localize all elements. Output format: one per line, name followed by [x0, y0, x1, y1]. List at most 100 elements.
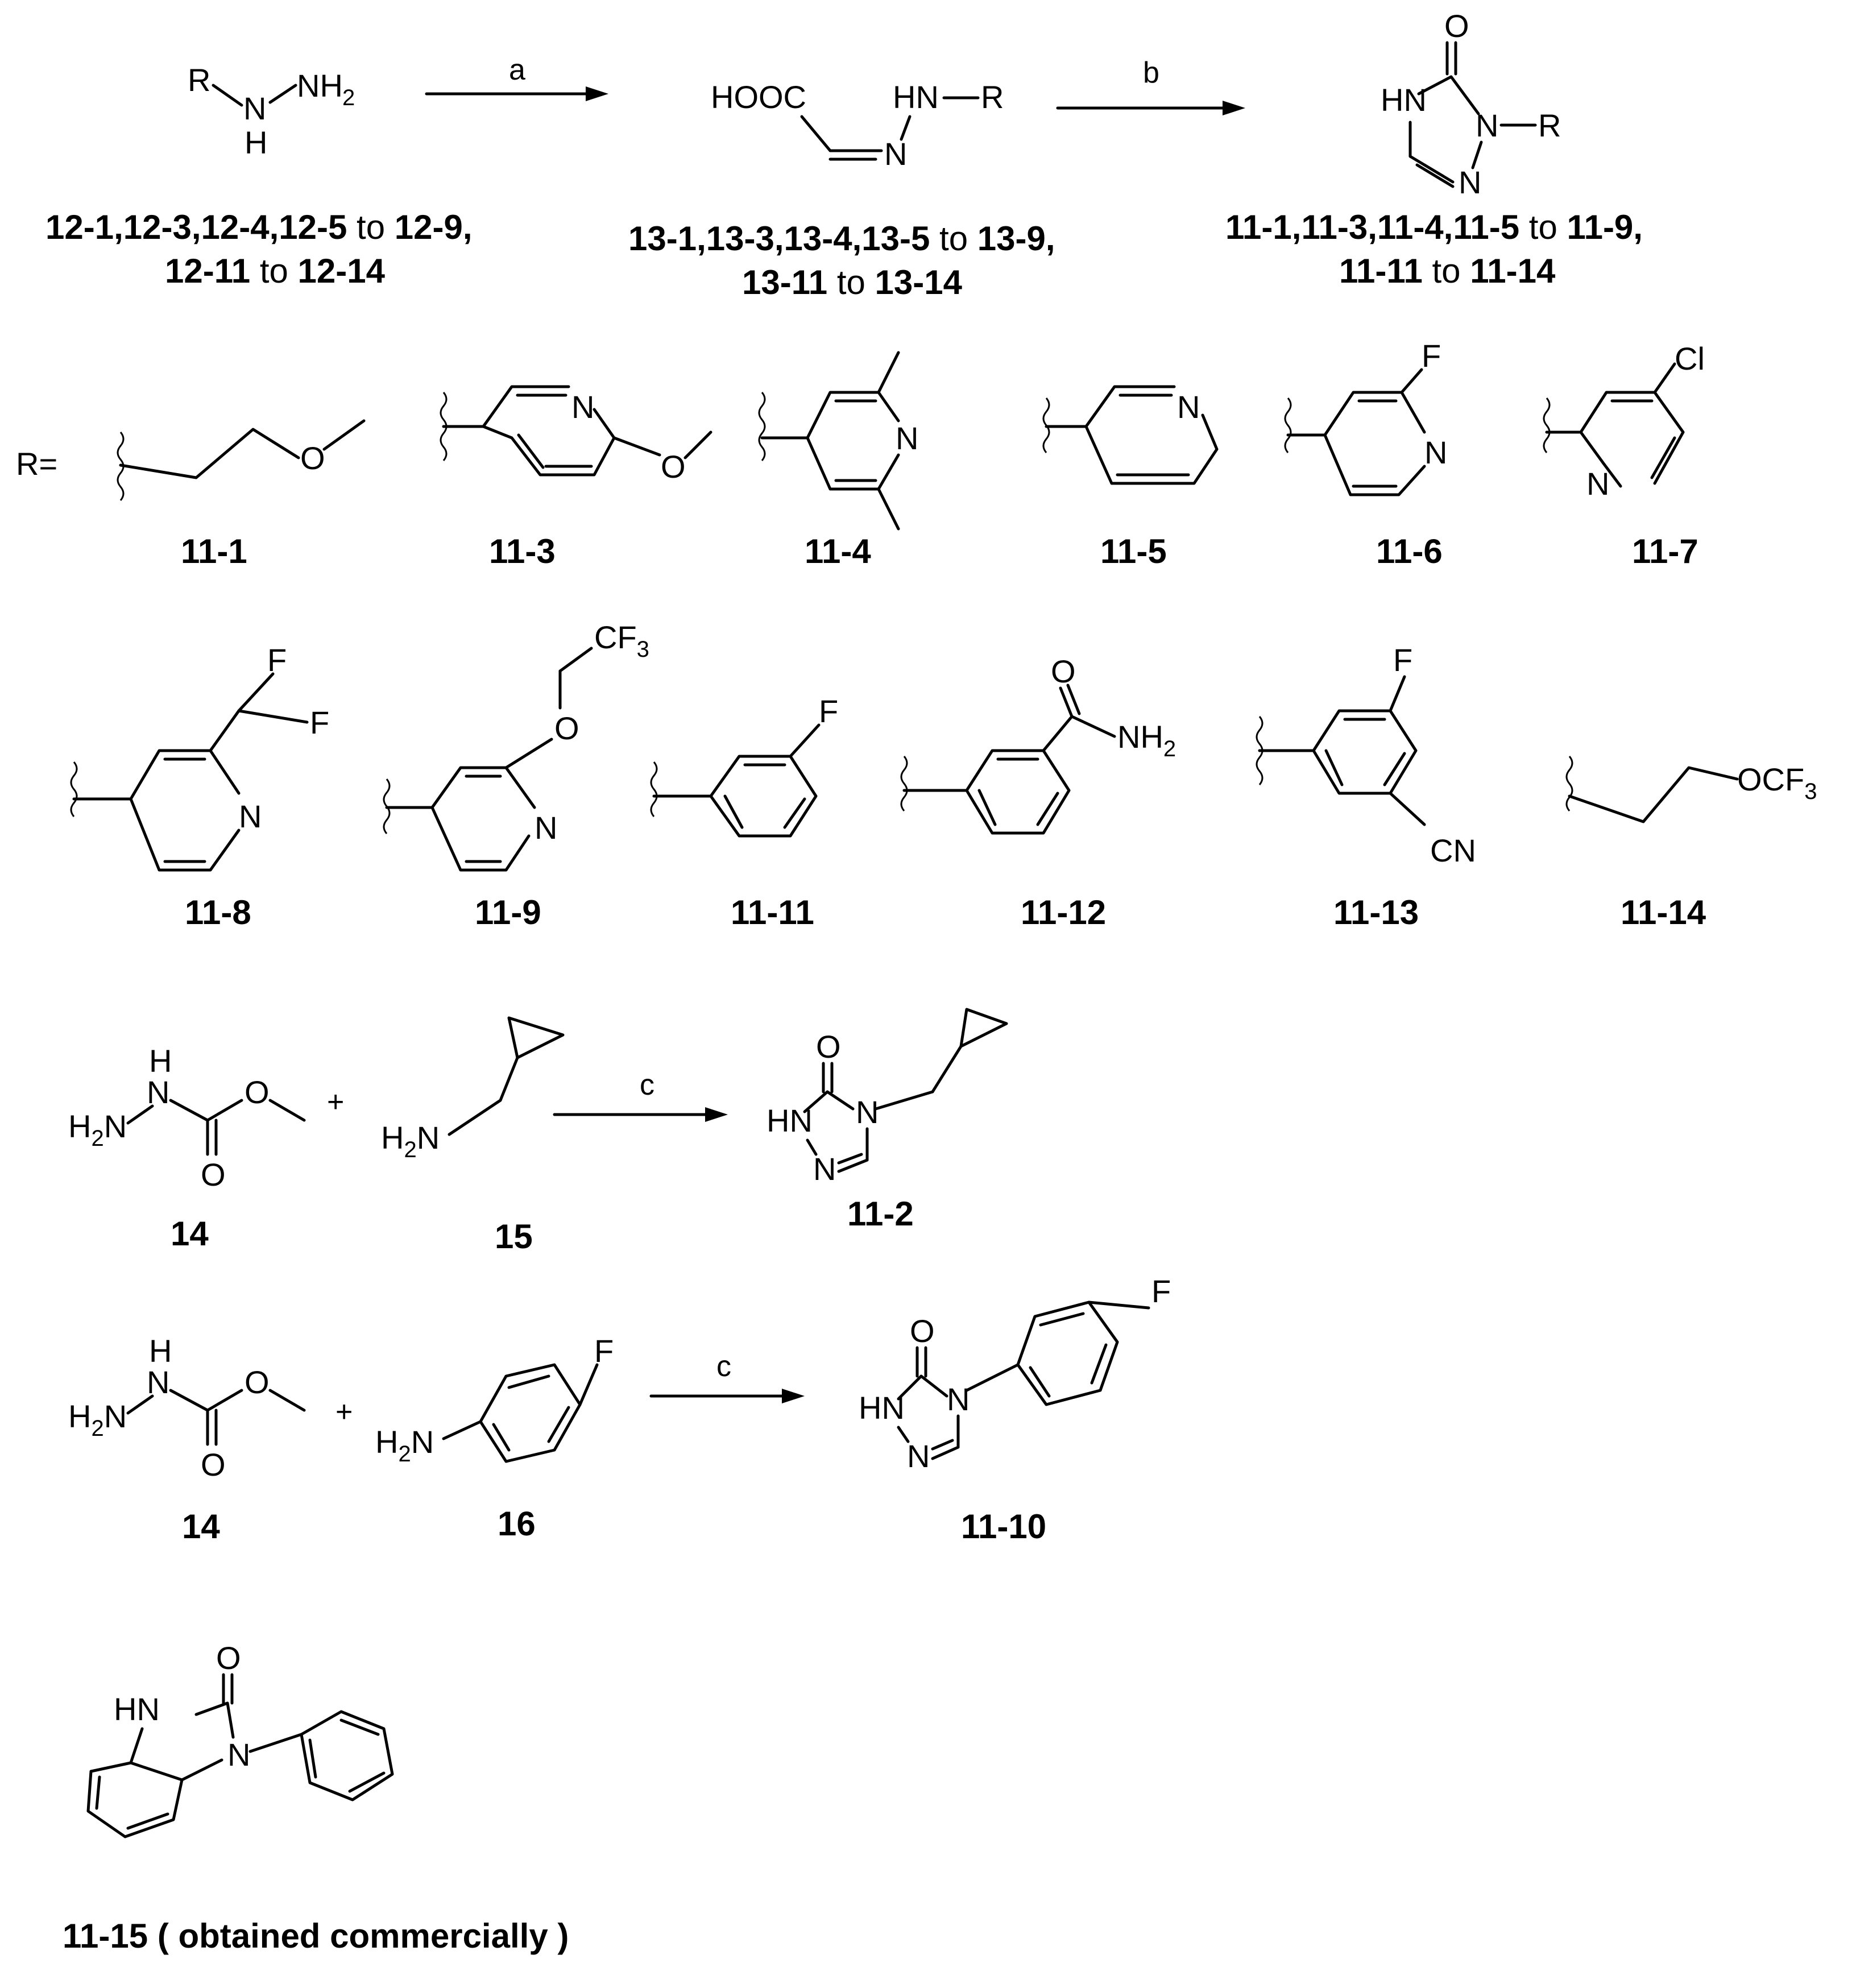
label-11-14: 11-14 [1621, 893, 1706, 931]
label-11-11: 11-11 [731, 893, 814, 931]
carbazate-14-b: H2N N H O O 14 [68, 1333, 306, 1546]
atom-f: F [310, 705, 329, 740]
atom-n: N [1459, 164, 1481, 200]
triazolone-11-2: O HN N N 11-2 [767, 1008, 1008, 1233]
atom-n: N [227, 1737, 250, 1772]
label-prod-line1: 11-1,11-3,11-4,11-5 to 11-9, [1225, 208, 1643, 246]
arrow-c-2: c [649, 1350, 805, 1403]
atom-h: H [245, 125, 267, 160]
atom-o: O [201, 1157, 226, 1192]
r-equals-label: R= [16, 446, 57, 482]
atom-f: F [1422, 338, 1441, 374]
atom-hooc: HOOC [711, 79, 806, 115]
r-group-11-4: N 11-4 [758, 351, 918, 570]
atom-cl: Cl [1675, 341, 1705, 376]
label-11-13: 11-13 [1333, 893, 1419, 931]
atom-n: N [239, 798, 262, 834]
label-int-line2: 13-11 to 13-14 [742, 263, 963, 301]
atom-o: O [661, 449, 686, 484]
cyclopropylmethylamine-15: H2N 15 [381, 1016, 565, 1256]
atom-n: N [907, 1438, 930, 1474]
label-sm-line2: 12-11 to 12-14 [165, 252, 386, 290]
condition-a: a [509, 53, 525, 86]
h2n-group: H2N [381, 1120, 440, 1162]
atom-o: O [554, 710, 579, 746]
atom-o: O [910, 1313, 935, 1349]
plus-sign-2: + [335, 1395, 353, 1428]
atom-nh: NH [297, 68, 343, 103]
atom-o: O [201, 1447, 226, 1482]
label-11-5: 11-5 [1100, 532, 1167, 570]
atom-hn: HN [114, 1691, 160, 1727]
atom-o: O [816, 1029, 841, 1065]
label-11-12: 11-12 [1021, 893, 1106, 931]
label-11-6: 11-6 [1376, 532, 1443, 570]
atom-f: F [1393, 642, 1412, 678]
r-group-11-13: F CN 11-13 [1256, 642, 1476, 931]
atom-r: R [1538, 107, 1561, 143]
label-11-2: 11-2 [847, 1195, 914, 1233]
label-11-8: 11-8 [185, 893, 251, 931]
h2n-group: H2N [68, 1398, 127, 1441]
atom-n: N [856, 1094, 879, 1130]
atom-o: O [1051, 653, 1076, 689]
label-11-9: 11-9 [475, 893, 541, 931]
atom-h: H [149, 1333, 172, 1369]
atom-o: O [245, 1364, 270, 1400]
label-11-10: 11-10 [961, 1507, 1046, 1546]
hydrazine-starting-material: R N H NH 2 [188, 62, 355, 160]
triazolone-11-10: O HN N F N 11-10 [859, 1273, 1171, 1546]
r-group-11-12: O NH2 11-12 [900, 653, 1176, 931]
label-15: 15 [495, 1217, 533, 1256]
benzimidazolone-11-15: O HN N 11-15 ( obtained commercially ) [63, 1640, 569, 1955]
hydrazone-intermediate: HOOC N HN R [711, 79, 1004, 172]
atom-n: N [947, 1381, 970, 1417]
atom-hn: HN [767, 1103, 813, 1138]
cf3-group: CF3 [594, 619, 649, 662]
carbazate-14-a: H2N N H O O 14 [68, 1043, 306, 1253]
r-group-11-7: N Cl 11-7 [1543, 341, 1705, 570]
label-int-line1: 13-1,13-3,13-4,13-5 to 13-9, [628, 219, 1055, 258]
atom-n: N [1177, 389, 1200, 425]
r-group-11-9: N O CF3 11-9 [383, 619, 649, 931]
label-11-15: 11-15 ( obtained commercially ) [63, 1917, 569, 1955]
atom-n: N [535, 810, 557, 846]
atom-h: H [149, 1043, 172, 1079]
arrow-c-1: c [553, 1068, 728, 1122]
atom-n: N [147, 1074, 169, 1110]
atom-n: N [1586, 466, 1609, 502]
label-11-1: 11-1 [181, 532, 247, 570]
h2n-group: H2N [375, 1424, 434, 1467]
r-group-11-6: N F 11-6 [1284, 338, 1447, 570]
arrow-b: b [1056, 56, 1245, 115]
r-group-11-3: N O 11-3 [440, 385, 712, 570]
atom-n: N [884, 136, 907, 172]
label-16: 16 [498, 1505, 536, 1543]
r-group-11-5: N 11-5 [1042, 385, 1219, 570]
atom-n: N [243, 90, 266, 126]
label-14-b: 14 [182, 1507, 220, 1546]
label-11-4: 11-4 [805, 532, 871, 570]
atom-n: N [813, 1151, 836, 1187]
ocf3-group: OCF3 [1737, 761, 1817, 804]
atom-o: O [1444, 8, 1469, 44]
atom-n: N [1424, 434, 1447, 470]
fluoroaniline-16: H2N F 16 [375, 1333, 614, 1543]
atom-n: N [147, 1364, 169, 1400]
atom-o: O [245, 1074, 270, 1110]
r-group-11-14: OCF3 11-14 [1565, 756, 1817, 931]
nh2-group: NH2 [1117, 719, 1176, 761]
h2n-group: H2N [68, 1108, 127, 1151]
atom-hn: HN [859, 1390, 905, 1426]
r-group-11-8: N F F 11-8 [70, 642, 329, 931]
subscript-2: 2 [342, 85, 355, 110]
plus-sign-1: + [327, 1086, 344, 1119]
r-group-11-1: O 11-1 [117, 419, 366, 570]
triazolone-product: O HN N R N [1381, 8, 1561, 200]
atom-hn: HN [893, 79, 939, 115]
atom-f: F [267, 642, 287, 678]
atom-hn: HN [1381, 82, 1427, 118]
atom-o: O [300, 440, 325, 476]
condition-c-2: c [716, 1350, 731, 1383]
